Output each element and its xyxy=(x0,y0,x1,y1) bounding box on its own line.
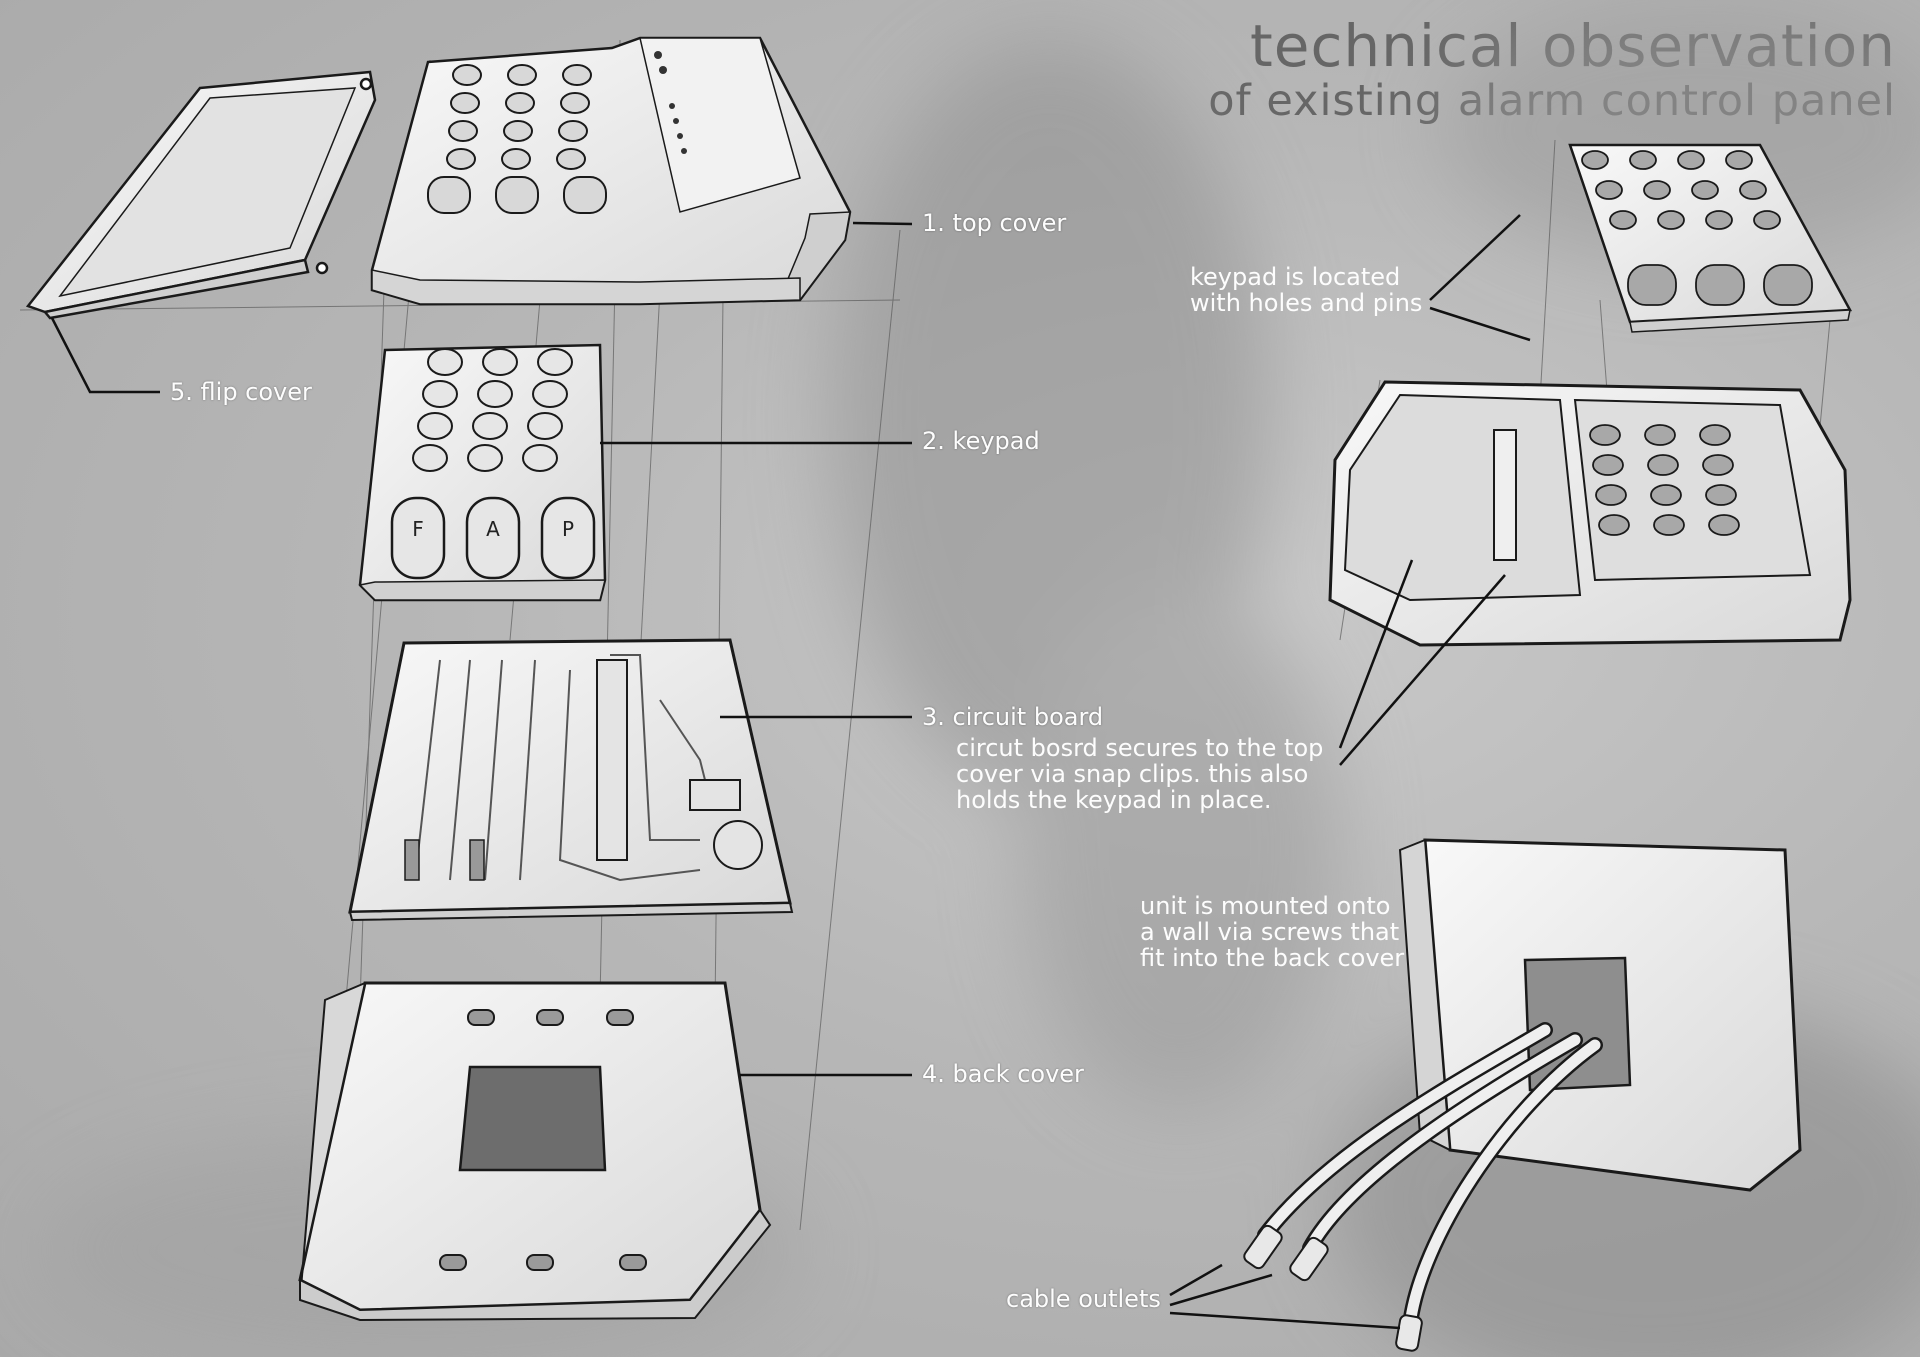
detail-hole xyxy=(1650,484,1682,506)
note-board-securing: circut bosrd secures to the top cover vi… xyxy=(956,734,1324,814)
top-cover-part xyxy=(370,36,852,306)
label-circuit-board: 3. circuit board xyxy=(922,703,1104,731)
top-cover-hole xyxy=(450,92,480,114)
note-wall-mounting: unit is mounted onto a wall via screws t… xyxy=(1140,892,1405,972)
detail-hole xyxy=(1643,180,1671,200)
detail-hole xyxy=(1753,210,1781,230)
detail-hole xyxy=(1739,180,1767,200)
detail-hole xyxy=(1647,454,1679,476)
detail-hole xyxy=(1627,264,1677,306)
detail-hole xyxy=(1598,514,1630,536)
detail-hole xyxy=(1691,180,1719,200)
top-cover-hole xyxy=(495,176,539,214)
keypad-key xyxy=(537,348,573,376)
cable-plugs xyxy=(1243,1224,1423,1352)
detail-hole xyxy=(1609,210,1637,230)
label-top-cover: 1. top cover xyxy=(922,209,1067,237)
keypad-key xyxy=(427,348,463,376)
flip-cover-part xyxy=(25,70,377,320)
top-cover-hole xyxy=(448,120,478,142)
top-cover-hole xyxy=(501,148,531,170)
top-cover-hole xyxy=(560,92,590,114)
detail-hole xyxy=(1629,150,1657,170)
top-cover-hole xyxy=(446,148,476,170)
top-cover-hole xyxy=(505,92,535,114)
keypad-key xyxy=(467,444,503,472)
top-cover-hole xyxy=(427,176,471,214)
detail-hole xyxy=(1705,484,1737,506)
detail-hole xyxy=(1657,210,1685,230)
note-keypad-location: keypad is located with holes and pins xyxy=(1190,263,1423,317)
back-cover-slot xyxy=(439,1254,467,1271)
keypad-key xyxy=(482,348,518,376)
keypad-function-key xyxy=(540,496,596,580)
keypad-function-key xyxy=(465,496,521,580)
label-cable-outlets: cable outlets xyxy=(1006,1285,1161,1313)
keypad-function-key-letter: F xyxy=(412,517,424,541)
top-cover-hole xyxy=(563,176,607,214)
keypad-function-key-letter: A xyxy=(486,517,500,541)
detail-hole xyxy=(1702,454,1734,476)
detail-hole xyxy=(1705,210,1733,230)
keypad-number-keys xyxy=(412,348,573,472)
label-back-cover: 4. back cover xyxy=(922,1060,1084,1088)
wall-mount-cables xyxy=(1257,1022,1603,1333)
keypad-key xyxy=(477,380,513,408)
label-flip-cover: 5. flip cover xyxy=(170,378,312,406)
top-cover-hole xyxy=(452,64,482,86)
top-cover-hole xyxy=(556,148,586,170)
detail-hole xyxy=(1699,424,1731,446)
detail-hole xyxy=(1595,484,1627,506)
keypad-key xyxy=(417,412,453,440)
leader-lines xyxy=(50,214,1531,1330)
detail-hole xyxy=(1763,264,1813,306)
keypad-key xyxy=(532,380,568,408)
back-cover-part xyxy=(298,981,772,1322)
back-cover-slots xyxy=(439,1009,647,1271)
keypad-key xyxy=(527,412,563,440)
top-cover-hole xyxy=(507,64,537,86)
top-cover-status-leds xyxy=(654,51,687,154)
back-cover-slot xyxy=(536,1009,564,1026)
keypad-key xyxy=(412,444,448,472)
detail-hole xyxy=(1695,264,1745,306)
wall-mount-detail xyxy=(1398,838,1802,1192)
back-cover-slot xyxy=(467,1009,495,1026)
keypad-key xyxy=(422,380,458,408)
top-cover-holes xyxy=(427,64,607,214)
keypad-function-key xyxy=(390,496,446,580)
back-cover-slot xyxy=(526,1254,554,1271)
detail-hole xyxy=(1708,514,1740,536)
keypad-function-key-letter: P xyxy=(562,517,574,541)
detail-hole xyxy=(1725,150,1753,170)
detail-hole xyxy=(1581,150,1609,170)
back-cover-slot xyxy=(606,1009,634,1026)
circuit-board-part xyxy=(348,638,794,922)
detail-hole xyxy=(1677,150,1705,170)
keypad-location-detail xyxy=(1328,143,1853,647)
detail-hole xyxy=(1653,514,1685,536)
label-keypad: 2. keypad xyxy=(922,427,1040,455)
back-cover-slot xyxy=(619,1254,647,1271)
top-cover-hole xyxy=(558,120,588,142)
detail-hole xyxy=(1595,180,1623,200)
detail-hole xyxy=(1644,424,1676,446)
detail-hole xyxy=(1589,424,1621,446)
keypad-key xyxy=(522,444,558,472)
detail-hole xyxy=(1592,454,1624,476)
keypad-key xyxy=(472,412,508,440)
detail-keypad-holes xyxy=(1581,150,1813,536)
top-cover-hole xyxy=(562,64,592,86)
top-cover-hole xyxy=(503,120,533,142)
